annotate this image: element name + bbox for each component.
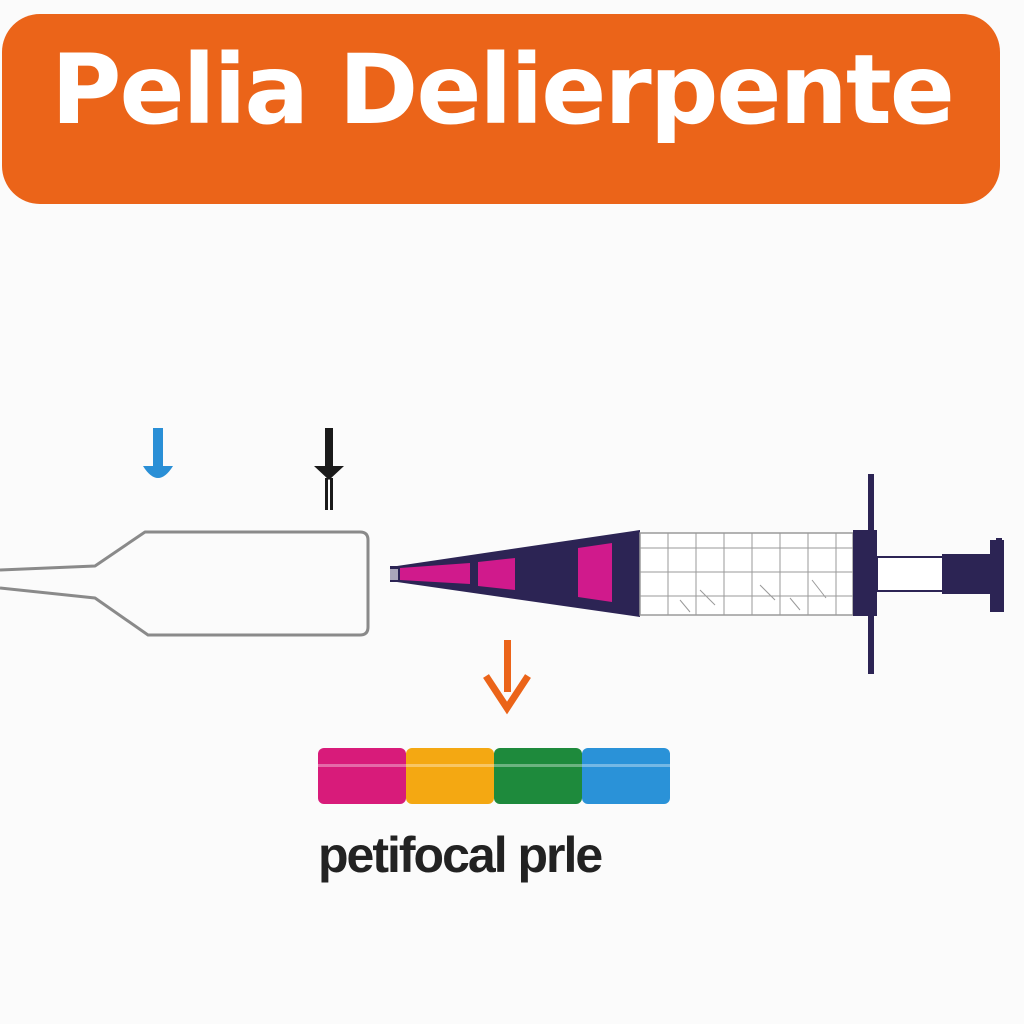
color-swatch-strip xyxy=(318,748,670,804)
blue-down-arrow-icon xyxy=(143,428,173,478)
black-down-arrow-icon xyxy=(314,428,344,510)
title-banner: Pelia Delierpente xyxy=(2,14,1000,204)
syringe-icon xyxy=(390,474,1004,674)
barrel-graduations xyxy=(640,533,853,615)
banner-title: Pelia Delierpente xyxy=(51,34,955,146)
orange-down-arrow-icon xyxy=(483,640,531,715)
swatch-green xyxy=(494,748,582,804)
swatch-magenta xyxy=(318,748,406,804)
caption-label: petifocal prle xyxy=(318,827,603,883)
vial-outline xyxy=(0,530,370,637)
swatch-blue xyxy=(582,748,670,804)
swatch-amber xyxy=(406,748,494,804)
